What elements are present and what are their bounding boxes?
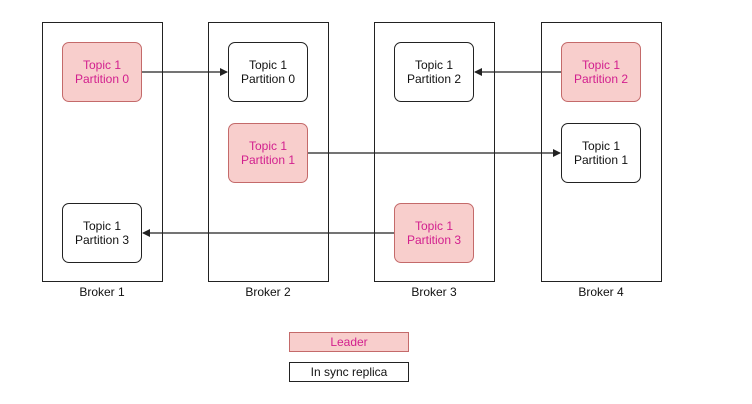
broker-4-partition-2-leader: Topic 1 Partition 2 — [561, 42, 641, 102]
broker-2-partition-0-replica: Topic 1 Partition 0 — [228, 42, 308, 102]
topic-label: Topic 1 — [82, 219, 122, 233]
broker-2-label: Broker 2 — [245, 285, 291, 299]
partition-label: Partition 0 — [240, 72, 296, 86]
partition-label: Partition 1 — [240, 153, 296, 167]
legend-leader-label: Leader — [330, 335, 368, 349]
partition-label: Partition 0 — [74, 72, 130, 86]
topic-label: Topic 1 — [414, 58, 454, 72]
broker-4-partition-1-replica: Topic 1 Partition 1 — [561, 123, 641, 183]
broker-3-partition-3-leader: Topic 1 Partition 3 — [394, 203, 474, 263]
partition-label: Partition 2 — [573, 72, 629, 86]
topic-label: Topic 1 — [248, 139, 288, 153]
topic-label: Topic 1 — [581, 58, 621, 72]
partition-label: Partition 1 — [573, 153, 629, 167]
broker-1-partition-3-replica: Topic 1 Partition 3 — [62, 203, 142, 263]
legend-replica-label: In sync replica — [310, 365, 388, 379]
topic-label: Topic 1 — [581, 139, 621, 153]
legend-in-sync-replica: In sync replica — [289, 362, 409, 382]
partition-label: Partition 2 — [406, 72, 462, 86]
topic-label: Topic 1 — [82, 58, 122, 72]
topic-label: Topic 1 — [414, 219, 454, 233]
broker-4-label: Broker 4 — [578, 285, 624, 299]
legend-leader: Leader — [289, 332, 409, 352]
broker-1-label: Broker 1 — [79, 285, 125, 299]
broker-3-label: Broker 3 — [411, 285, 457, 299]
partition-label: Partition 3 — [74, 233, 130, 247]
broker-1-partition-0-leader: Topic 1 Partition 0 — [62, 42, 142, 102]
broker-2-partition-1-leader: Topic 1 Partition 1 — [228, 123, 308, 183]
partition-label: Partition 3 — [406, 233, 462, 247]
topic-label: Topic 1 — [248, 58, 288, 72]
broker-3-partition-2-replica: Topic 1 Partition 2 — [394, 42, 474, 102]
